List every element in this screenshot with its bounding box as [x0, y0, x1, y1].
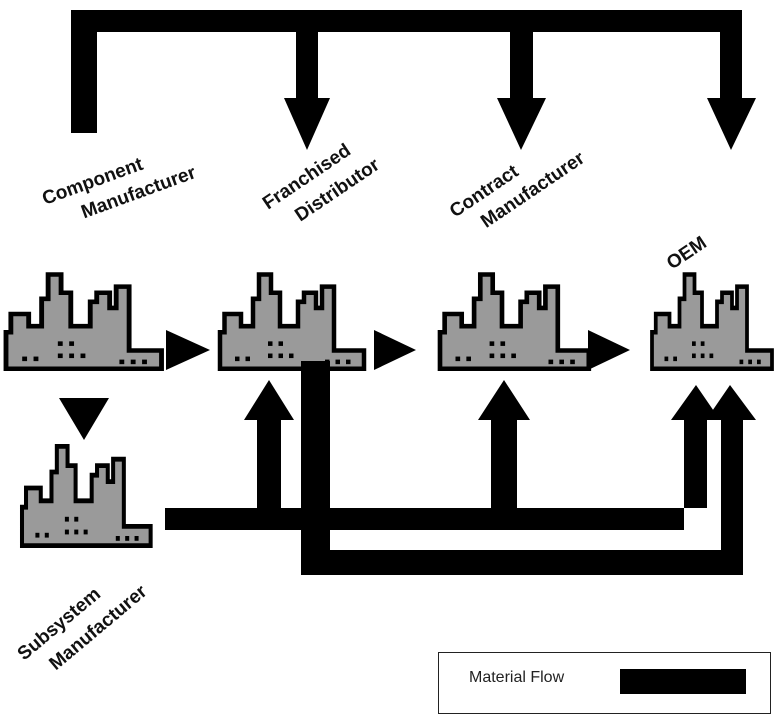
label-franchised-distributor: Franchised Distributor	[259, 131, 384, 237]
subsystem-arrow-to-distributor	[244, 380, 294, 508]
label-component-manufacturer: Component Manufacturer	[40, 138, 200, 234]
subsystem-flow-bar	[165, 385, 720, 530]
top-arrow-to-distributor	[284, 32, 330, 150]
node-labels: Component Manufacturer Franchised Distri…	[14, 126, 711, 686]
top-arrow-to-oem	[707, 32, 756, 150]
legend: Material Flow	[438, 652, 771, 714]
legend-label: Material Flow	[469, 669, 565, 686]
legend-material-flow-swatch	[620, 669, 746, 694]
top-flow-bar	[71, 10, 742, 133]
factory-icon	[6, 274, 162, 368]
factory-icon	[22, 446, 151, 545]
arrow-icon	[59, 398, 109, 440]
label-subsystem-manufacturer: Subsystem Manufacturer	[14, 559, 152, 686]
factory-icon	[652, 274, 772, 368]
distributor-flow-bar	[301, 361, 756, 575]
chain-arrows	[59, 330, 630, 440]
subsystem-arrow-to-contract-manufacturer	[478, 380, 530, 508]
label-contract-manufacturer: Contract Manufacturer	[446, 126, 589, 244]
factory-icon	[220, 274, 364, 368]
top-flow-arrows	[71, 10, 756, 150]
top-arrow-to-contract-manufacturer	[497, 32, 546, 150]
arrow-icon	[588, 330, 630, 370]
bottom-flow-arrows	[165, 361, 756, 575]
factory-icon	[440, 274, 589, 368]
arrow-icon	[374, 330, 416, 370]
arrow-icon	[166, 330, 210, 370]
label-oem: OEM	[663, 233, 711, 275]
